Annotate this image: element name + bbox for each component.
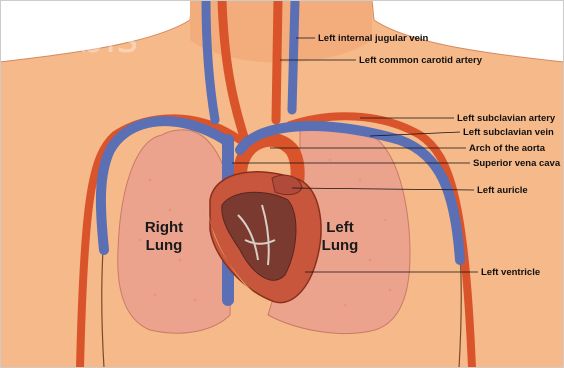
left-lung-label-line1: Left <box>326 219 354 236</box>
label-left-subclavian-vein: Left subclavian vein <box>463 127 554 138</box>
left-lung-label-line2: Lung <box>322 237 359 254</box>
label-left-subclavian-artery: Left subclavian artery <box>457 113 556 124</box>
left-internal-jugular-vein <box>292 0 295 110</box>
watermark-text: corbis <box>12 13 138 62</box>
right-lung-label-line1: Right <box>145 219 183 236</box>
label-left-ventricle: Left ventricle <box>481 267 540 278</box>
label-left-common-carotid-artery: Left common carotid artery <box>359 55 483 66</box>
right-lung-label-line2: Lung <box>146 237 183 254</box>
label-superior-vena-cava: Superior vena cava <box>473 158 561 169</box>
label-arch-of-aorta: Arch of the aorta <box>469 143 546 154</box>
left-common-carotid-artery <box>276 0 278 120</box>
label-left-internal-jugular-vein: Left internal jugular vein <box>318 33 429 44</box>
label-left-auricle: Left auricle <box>477 185 528 196</box>
